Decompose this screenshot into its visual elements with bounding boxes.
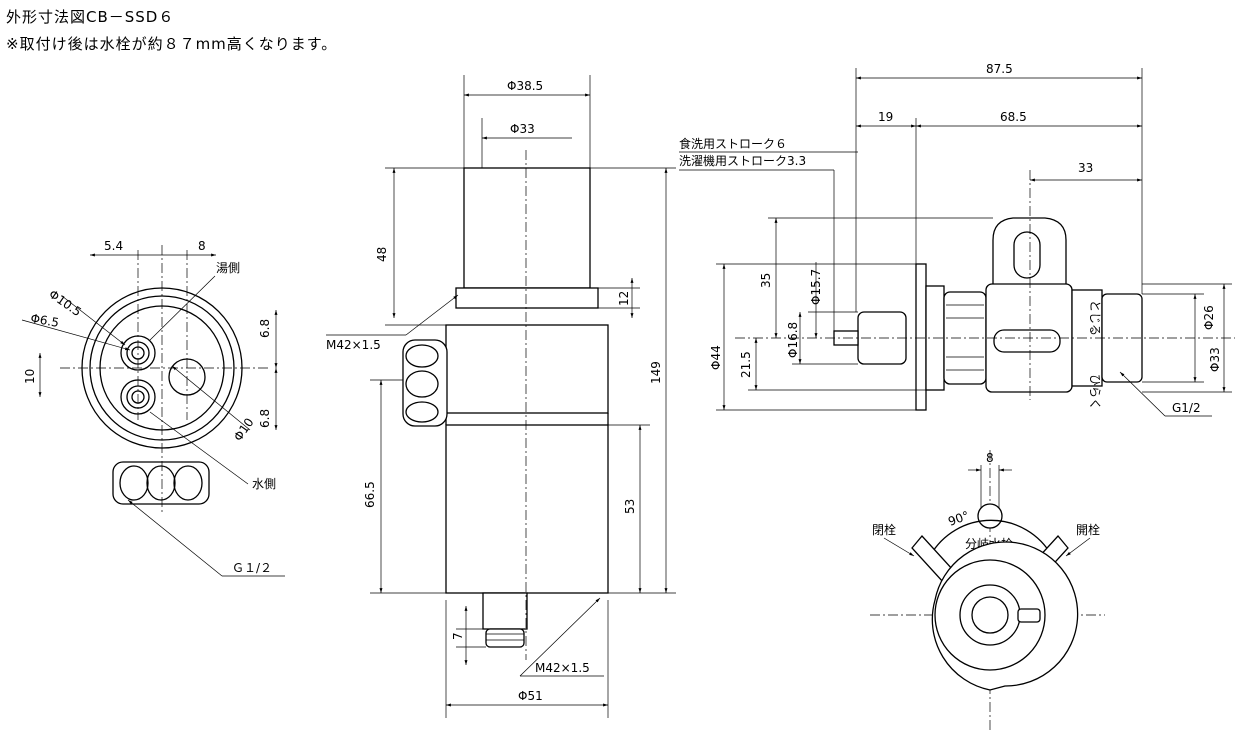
upper-body — [463, 167, 591, 289]
dim-phi-15-7: Φ15.7 — [809, 269, 823, 305]
hex-nut — [112, 461, 210, 505]
thread-g-half: Ｇ１/２ — [232, 561, 272, 575]
dim-21-5: 21.5 — [739, 351, 753, 378]
label-open-right: 開栓 — [1076, 522, 1100, 537]
front-view: Φ38.5 Φ33 48 M42×1.5 12 149 53 66.5 7 M4… — [326, 75, 676, 718]
dim-phi-16-8: Φ16.8 — [786, 322, 800, 358]
thread-m42-bottom: M42×1.5 — [535, 661, 590, 675]
label-cold-side: 水側 — [252, 477, 276, 491]
top-view: 5.4 8 湯側 Φ10.5 Φ6.5 6.8 10 6.8 Φ10 水側 Ｇ１… — [21, 239, 285, 577]
installation-note: ※取付け後は水栓が約８７mm高くなります。 — [6, 35, 338, 53]
handle-loop — [992, 217, 1067, 300]
dim-phi-51: Φ51 — [518, 689, 543, 703]
dim-87-5: 87.5 — [986, 62, 1013, 76]
valve-body-round — [931, 541, 1079, 691]
dim-phi-10: Φ10 — [231, 415, 257, 443]
label-angle: 90° — [946, 508, 971, 528]
dim-33-top: 33 — [1078, 161, 1093, 175]
label-close-left: 閉栓 — [872, 522, 896, 537]
lower-body — [445, 424, 609, 594]
drawing-title: 外形寸法図CB－SSD６ — [6, 8, 175, 26]
dim-53: 53 — [623, 499, 637, 514]
label-tojiru: とじる — [1088, 300, 1102, 336]
dim-10: 10 — [23, 369, 37, 384]
side-nut — [402, 339, 448, 427]
label-stroke-dishwasher: 食洗用ストローク６ — [679, 136, 787, 151]
dim-phi-38-5: Φ38.5 — [507, 79, 543, 93]
dim-66-5: 66.5 — [363, 481, 377, 508]
label-hot-side: 湯側 — [216, 261, 240, 275]
label-hiraku: ひらく — [1088, 374, 1102, 410]
label-stroke-washer: 洗濯機用ストローク3.3 — [679, 153, 806, 168]
dim-phi-33: Φ33 — [510, 122, 535, 136]
dim-6-8-top: 6.8 — [258, 319, 272, 338]
dim-phi-44: Φ44 — [709, 345, 723, 370]
dim-8-valve: 8 — [986, 451, 994, 465]
thread-m42-top: M42×1.5 — [326, 338, 381, 352]
dim-35: 35 — [759, 273, 773, 288]
handle-knob — [977, 503, 1003, 529]
flange — [455, 287, 599, 309]
dim-phi-33-right: Φ33 — [1208, 347, 1222, 372]
dim-68-5: 68.5 — [1000, 110, 1027, 124]
valve-view: 8 90° 閉栓 開栓 分岐水栓 — [870, 450, 1105, 730]
wall-plate — [915, 263, 927, 411]
dim-149: 149 — [649, 361, 663, 384]
dim-8: 8 — [198, 239, 206, 253]
dim-phi-26: Φ26 — [1202, 305, 1216, 330]
side-view: ひらく とじる 87.5 19 68.5 食洗用ストローク６ 洗濯機用ストローク… — [679, 62, 1235, 417]
dim-phi-6-5: Φ6.5 — [29, 311, 60, 330]
dim-7: 7 — [451, 632, 465, 640]
dim-12: 12 — [617, 291, 631, 306]
outlet-nozzle — [482, 592, 528, 630]
dim-19: 19 — [878, 110, 893, 124]
mid-body — [445, 324, 609, 414]
thread-g1-2: G1/2 — [1172, 401, 1201, 415]
dim-5-4: 5.4 — [104, 239, 123, 253]
dim-6-8-bottom: 6.8 — [258, 409, 272, 428]
dim-48: 48 — [375, 247, 389, 262]
